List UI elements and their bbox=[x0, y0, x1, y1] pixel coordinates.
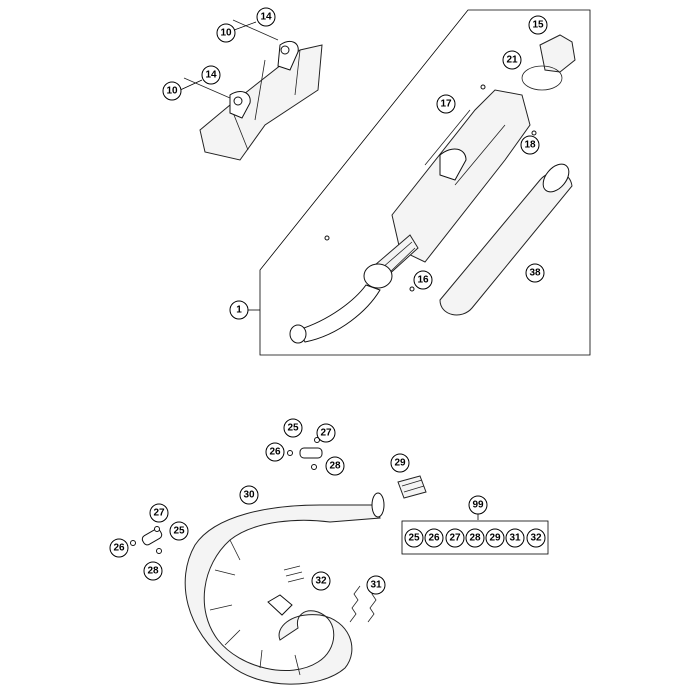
silencer-assembly bbox=[289, 34, 576, 344]
svg-text:25: 25 bbox=[287, 423, 299, 434]
callout-18: 18 bbox=[520, 135, 540, 155]
svg-text:27: 27 bbox=[320, 428, 332, 439]
svg-text:32: 32 bbox=[530, 533, 542, 544]
svg-text:31: 31 bbox=[509, 533, 521, 544]
kit-item: 26 bbox=[424, 528, 444, 548]
callout-21: 21 bbox=[502, 50, 522, 70]
callout-25-upper: 25 bbox=[283, 418, 303, 438]
callout-10-lower: 10 bbox=[162, 81, 182, 101]
exhaust-hardware bbox=[130, 437, 427, 623]
callout-28-left: 28 bbox=[143, 561, 163, 581]
svg-text:10: 10 bbox=[220, 28, 232, 39]
callout-99: 99 bbox=[468, 495, 488, 515]
callout-31: 31 bbox=[366, 575, 386, 595]
svg-text:25: 25 bbox=[408, 533, 420, 544]
svg-text:14: 14 bbox=[260, 12, 272, 23]
svg-text:21: 21 bbox=[506, 55, 518, 66]
callout-16: 16 bbox=[413, 270, 433, 290]
callout-26-left: 26 bbox=[109, 538, 129, 558]
silencer-assembly-frame bbox=[248, 9, 591, 356]
svg-text:26: 26 bbox=[428, 533, 440, 544]
svg-text:16: 16 bbox=[417, 275, 429, 286]
svg-text:32: 32 bbox=[315, 576, 327, 587]
svg-text:30: 30 bbox=[243, 490, 255, 501]
svg-text:28: 28 bbox=[469, 533, 481, 544]
callout-38: 38 bbox=[525, 263, 545, 283]
svg-text:26: 26 bbox=[269, 447, 281, 458]
svg-text:1: 1 bbox=[236, 305, 242, 316]
svg-text:18: 18 bbox=[524, 140, 536, 151]
callout-10-upper: 10 bbox=[216, 23, 236, 43]
callout-25-left: 25 bbox=[169, 521, 189, 541]
svg-text:14: 14 bbox=[205, 70, 217, 81]
kit-item: 31 bbox=[505, 528, 525, 548]
callout-17: 17 bbox=[436, 94, 456, 114]
svg-text:10: 10 bbox=[166, 86, 178, 97]
svg-text:31: 31 bbox=[370, 580, 382, 591]
svg-text:26: 26 bbox=[113, 543, 125, 554]
expansion-chamber bbox=[184, 492, 385, 685]
svg-text:99: 99 bbox=[472, 500, 484, 511]
kit-item: 28 bbox=[465, 528, 485, 548]
svg-text:29: 29 bbox=[394, 458, 406, 469]
svg-text:15: 15 bbox=[532, 20, 544, 31]
callout-15: 15 bbox=[528, 15, 548, 35]
silencer-mount-detail bbox=[183, 19, 323, 161]
svg-text:28: 28 bbox=[147, 566, 159, 577]
svg-text:28: 28 bbox=[329, 461, 341, 472]
svg-text:38: 38 bbox=[529, 268, 541, 279]
callout-29: 29 bbox=[390, 453, 410, 473]
svg-text:27: 27 bbox=[449, 533, 461, 544]
kit-item: 29 bbox=[485, 528, 505, 548]
svg-text:17: 17 bbox=[440, 99, 452, 110]
callout-27-left: 27 bbox=[149, 503, 169, 523]
callout-1: 1 bbox=[229, 300, 249, 320]
callout-14-lower: 14 bbox=[201, 65, 221, 85]
kit-item: 27 bbox=[445, 528, 465, 548]
callout-14-upper: 14 bbox=[256, 7, 276, 27]
kit-item: 32 bbox=[526, 528, 546, 548]
svg-text:29: 29 bbox=[489, 533, 501, 544]
callout-32: 32 bbox=[311, 571, 331, 591]
kit-item: 25 bbox=[404, 528, 424, 548]
svg-text:25: 25 bbox=[173, 526, 185, 537]
callout-30: 30 bbox=[239, 485, 259, 505]
svg-text:27: 27 bbox=[153, 508, 165, 519]
callout-27-upper: 27 bbox=[316, 423, 336, 443]
kit-99-contents: 25 26 27 28 29 31 32 bbox=[404, 528, 546, 548]
callout-26-upper: 26 bbox=[265, 442, 285, 462]
callout-28-upper: 28 bbox=[325, 456, 345, 476]
